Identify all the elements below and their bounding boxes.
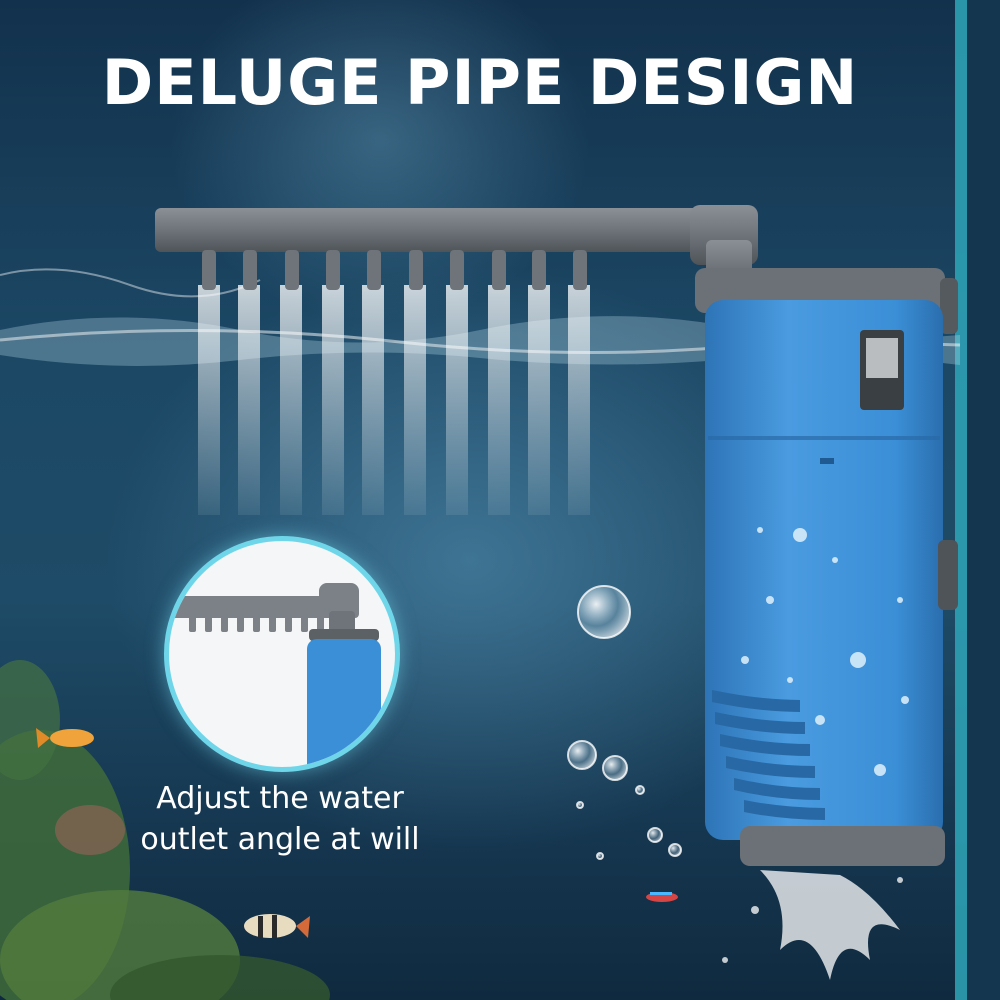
inset-detail [164, 536, 400, 772]
bubbles [567, 585, 682, 860]
pipe-detail-icon [169, 583, 381, 767]
tank-glass-edge [955, 0, 967, 1000]
water-streams [198, 285, 590, 515]
plants [0, 660, 330, 1000]
deluge-pipe [155, 205, 758, 295]
caption-line-2: outlet angle at will [140, 822, 420, 857]
splash [722, 870, 903, 980]
caption-line-1: Adjust the water [156, 781, 404, 816]
headline: DELUGE PIPE DESIGN [101, 46, 859, 119]
caption: Adjust the water outlet angle at will [120, 778, 440, 860]
water-pump [695, 268, 958, 866]
fish [36, 728, 678, 938]
